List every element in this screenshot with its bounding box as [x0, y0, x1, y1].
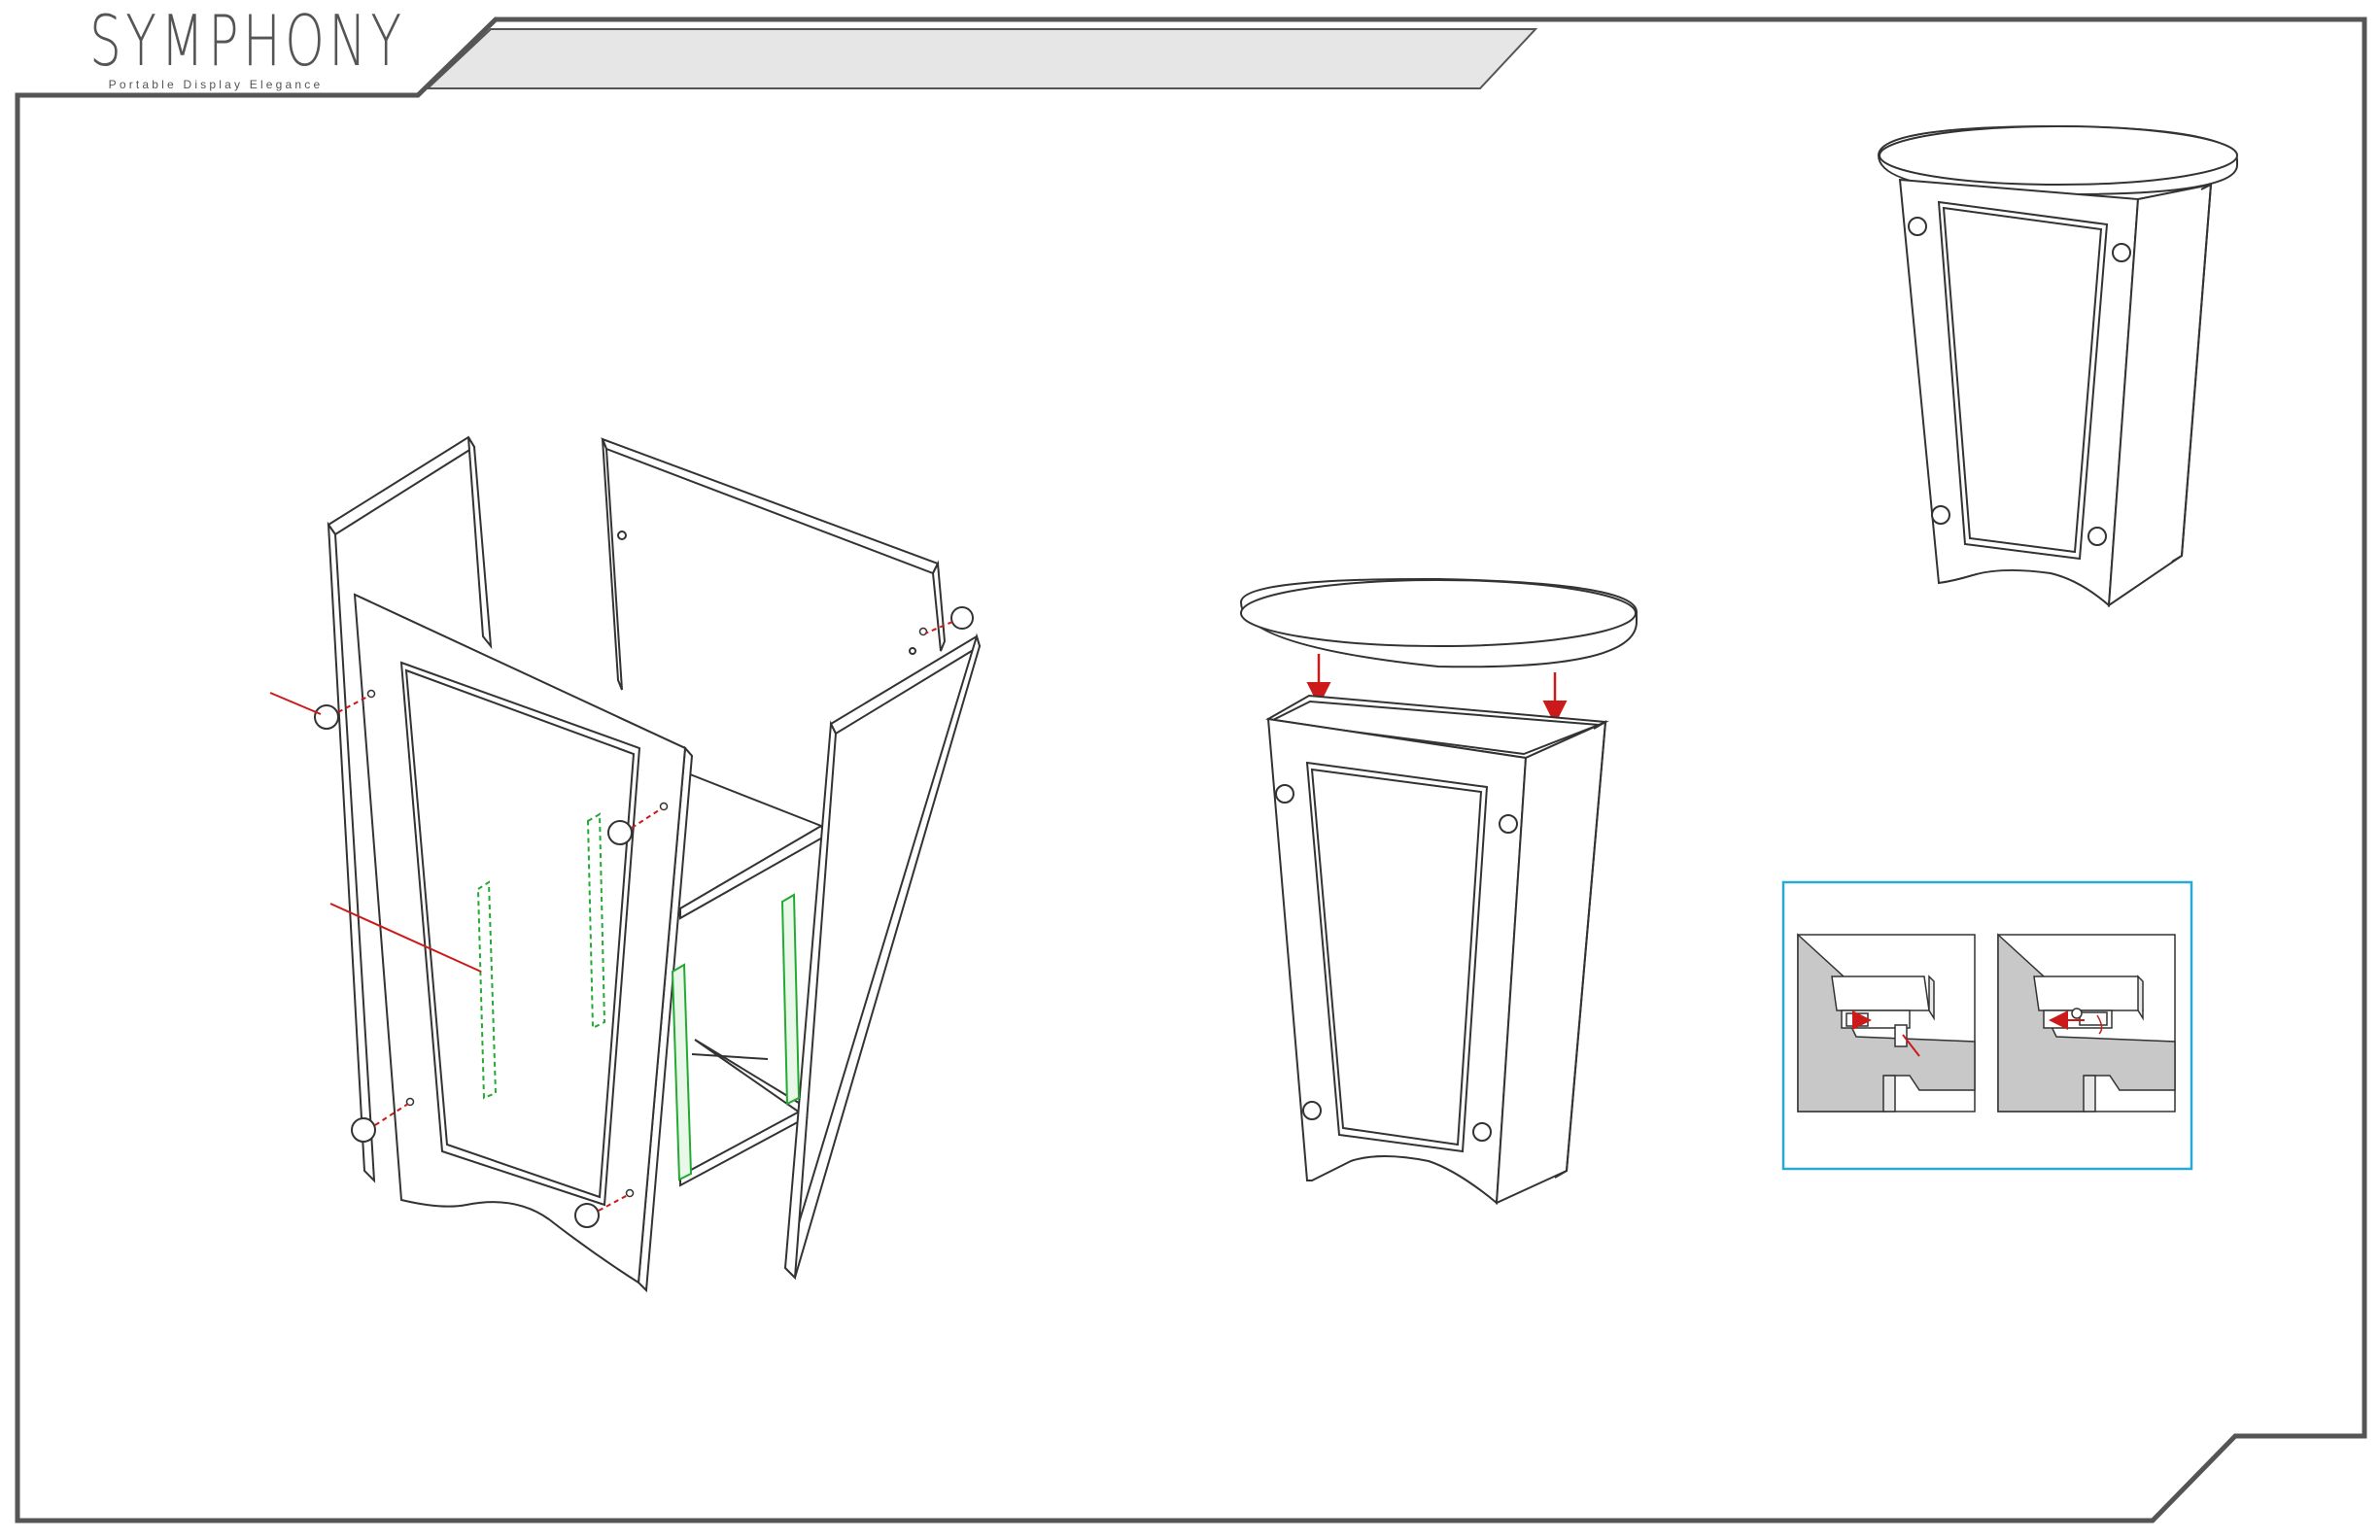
right-side-panel: [785, 636, 980, 1278]
assembled-cabinet: [1900, 180, 2211, 605]
back-right-panel: [603, 439, 945, 690]
lock-detail-before: [1798, 935, 1975, 1112]
title-bar: [428, 29, 1535, 88]
top-placement-assembly: [1241, 579, 1637, 1203]
shelf-upper: [680, 772, 826, 918]
lock-detail-box: [1783, 882, 2191, 1169]
support-legs: [673, 895, 799, 1180]
round-tabletop: [1241, 579, 1637, 667]
lock-detail-after: [1998, 935, 2175, 1112]
assembled-cabinet: [1268, 696, 1605, 1203]
final-assembly: [1879, 126, 2237, 605]
exploded-assembly: [270, 437, 980, 1290]
front-panel: [355, 595, 692, 1290]
